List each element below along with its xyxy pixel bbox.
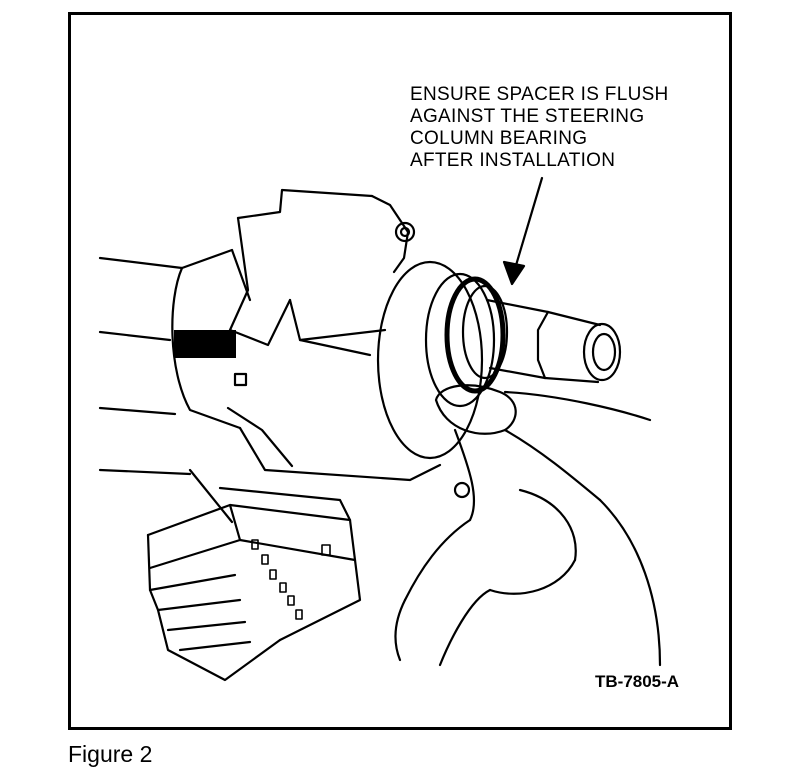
column-tube: [98, 256, 234, 524]
switch-housing: [171, 188, 442, 482]
drawing-code: TB-7805-A: [595, 672, 680, 691]
callout-text: ENSURE SPACER IS FLUSH AGAINST THE STEER…: [410, 84, 669, 171]
hand: [394, 384, 662, 667]
figure-caption: Figure 2: [68, 741, 153, 767]
wiring-connector: [146, 486, 362, 682]
steering-shaft: [485, 298, 622, 384]
spacer-ring: [376, 260, 509, 460]
callout-arrow: [502, 176, 544, 286]
